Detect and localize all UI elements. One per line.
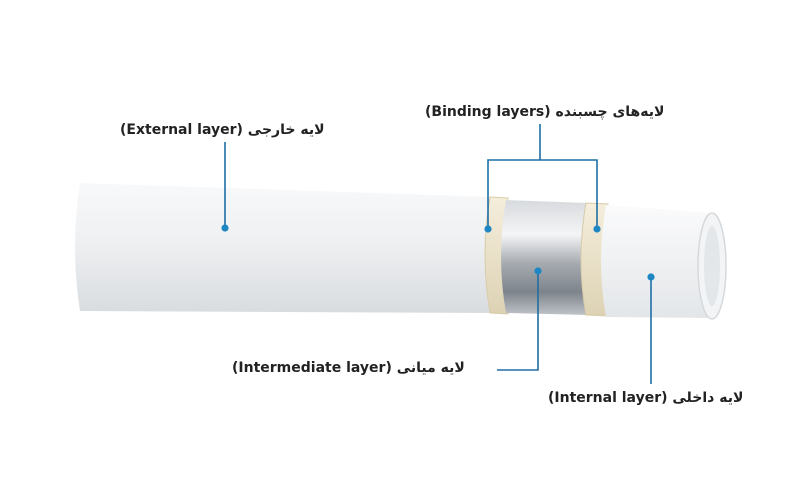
external-layer	[75, 183, 492, 313]
leader-intermediate	[497, 272, 539, 371]
binding-layers-label: لایه‌های چسبنده (Binding layers)	[425, 104, 665, 120]
intermediate-layer	[501, 200, 588, 315]
dot-binding-left	[484, 225, 492, 233]
internal-layer	[601, 205, 712, 318]
internal-layer-label: لایه داخلی (Internal layer)	[548, 390, 744, 406]
dot-binding-right	[593, 225, 601, 233]
intermediate-layer-label: لایه میانی (Intermediate layer)	[232, 360, 465, 376]
dot-intermediate	[534, 267, 542, 275]
pipe-bore	[704, 226, 720, 306]
external-layer-label: لایه خارجی (External layer)	[120, 122, 325, 138]
dot-external	[221, 224, 229, 232]
leader-lines	[224, 124, 652, 384]
dot-internal	[647, 273, 655, 281]
leader-dots	[221, 224, 655, 281]
leader-binding-bracket	[487, 159, 598, 228]
